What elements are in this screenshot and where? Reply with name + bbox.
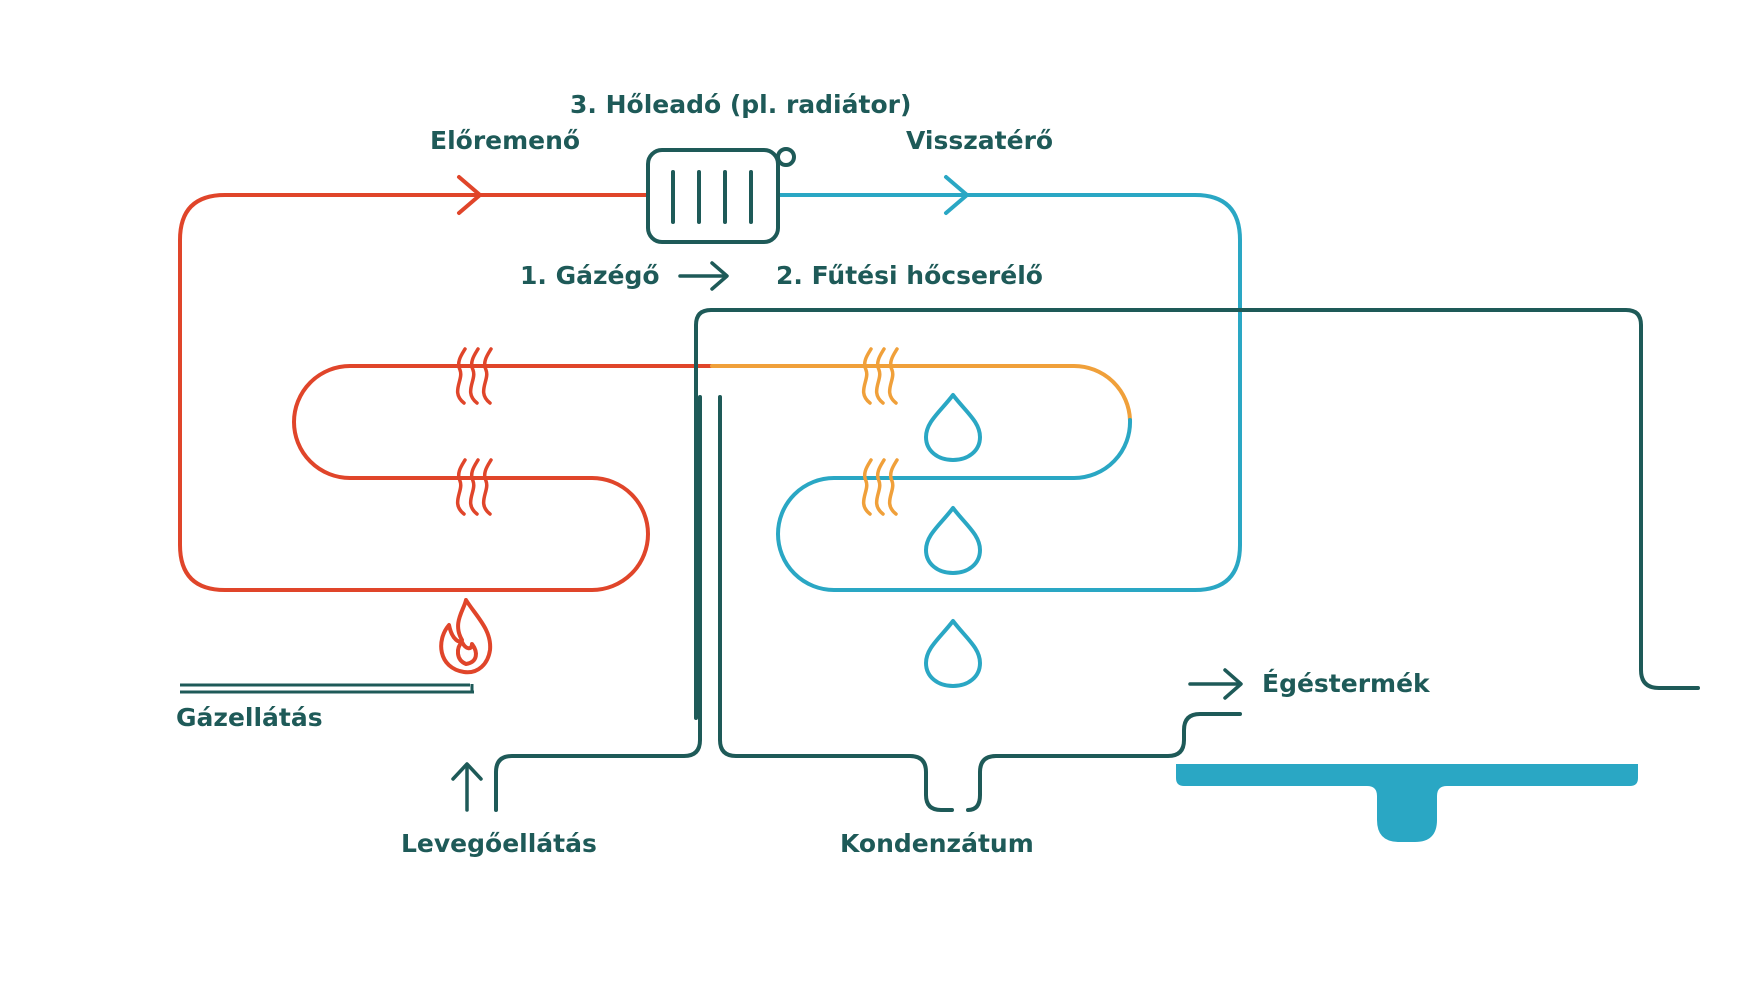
air-supply-label: Levegőellátás: [401, 829, 597, 858]
gas-supply-line: [180, 683, 474, 694]
flow-arrow-icon: [457, 175, 482, 215]
droplet-icon: [924, 619, 982, 688]
heat-waves-icon: [861, 347, 899, 405]
air-supply-arrow-icon: [451, 762, 483, 812]
flue-gas-label: Égéstermék: [1262, 669, 1431, 698]
return-pipe: [776, 193, 1242, 592]
gas-supply-label: Gázellátás: [176, 703, 323, 732]
condensate-label: Kondenzátum: [840, 829, 1034, 858]
return-arrow-icon: [944, 175, 969, 215]
flow-label: Előremenő: [430, 126, 580, 155]
condensate-duct: [718, 395, 954, 812]
heat-exchanger-label: 2. Fűtési hőcserélő: [776, 261, 1043, 290]
condensate-basin-icon: [1176, 764, 1638, 842]
heat-exchanger-transition-pipe: [710, 364, 1132, 422]
condensate-duct-right: [966, 712, 1242, 812]
radiator-icon: [646, 147, 796, 244]
process-arrow-icon: [678, 261, 729, 291]
flue-gas-arrow-icon: [1188, 668, 1243, 700]
heat-waves-icon: [455, 458, 493, 516]
heat-waves-icon: [455, 347, 493, 405]
flue-gas-duct: [694, 308, 1700, 720]
return-label: Visszatérő: [906, 126, 1053, 155]
droplet-icon: [924, 506, 982, 575]
flow-pipe: [178, 193, 714, 592]
air-supply-duct: [494, 395, 702, 812]
droplet-icon: [924, 393, 982, 462]
heat-waves-icon: [861, 458, 899, 516]
burner-label: 1. Gázégő: [520, 261, 660, 290]
heat-emitter-label: 3. Hőleadó (pl. radiátor): [570, 90, 911, 119]
flame-icon: [439, 598, 493, 675]
